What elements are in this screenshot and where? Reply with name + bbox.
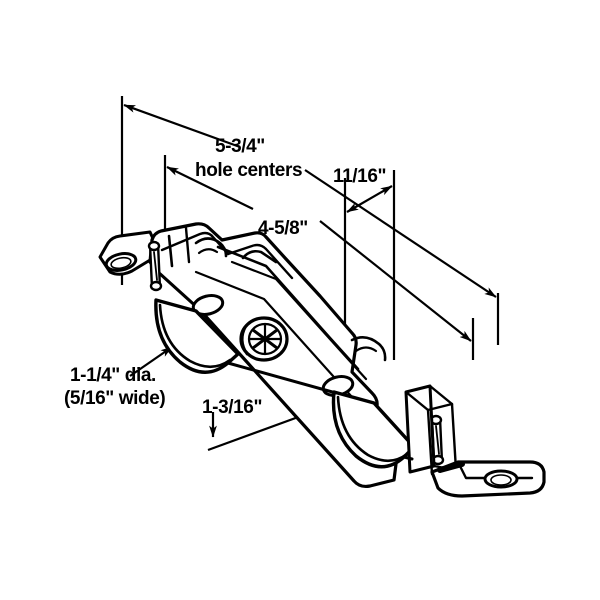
housing-left-face-edge [167,234,174,268]
label-hole-centers-value: 5-3/4" [215,136,265,157]
housing-channel-bottom [230,260,368,381]
housing-top-edge-left [160,231,230,256]
right-bearing-cap-inner [354,346,378,353]
adjustment-screw-cross-slot [247,322,283,356]
left-wheel-tread [158,303,232,369]
adjustment-screw-shadow [240,324,249,356]
housing-slot-notch [241,249,278,264]
right-bearing-cap [350,335,387,362]
housing-bottom-edge-left [226,361,338,395]
label-hole-centers-note: hole centers [195,160,302,181]
dim-line-tab-offset [346,185,393,213]
right-wheel-tread [336,395,409,463]
housing-bottom-edge-right [402,455,414,461]
dim-line-housing-length-seg2 [319,220,472,342]
label-housing-length: 4-5/8" [258,218,308,239]
right-end-plate-fold [426,408,434,476]
label-housing-height: 1-3/16" [202,397,262,418]
roller-assembly-part [98,222,546,498]
dim-line-hole-centers-seg2 [304,169,497,298]
right-tab-shadow [437,461,465,473]
label-tab-offset: 11/16" [333,166,386,187]
dim-line-hole-centers-seg1 [123,103,241,149]
dimension-labels: 5-3/4" hole centers 4-5/8" 11/16" 1-1/4"… [64,136,387,418]
label-wheel-diameter: 1-1/4" dia. [70,365,156,386]
left-bearing-cap [194,237,228,258]
left-rivet-pin [147,240,163,292]
leader-wheel-diameter [129,346,173,377]
label-wheel-width: (5/16" wide) [64,388,165,409]
right-mounting-hole-inner [490,474,512,486]
left-mounting-hole-inner [110,256,132,270]
left-bearing-cap-inner [197,248,219,255]
housing-left-face-edge2 [184,226,191,264]
housing-top-edge-mid [226,243,294,280]
dim-line-housing-length-seg1 [166,166,254,210]
witness-housing-height-bottom [207,410,313,452]
